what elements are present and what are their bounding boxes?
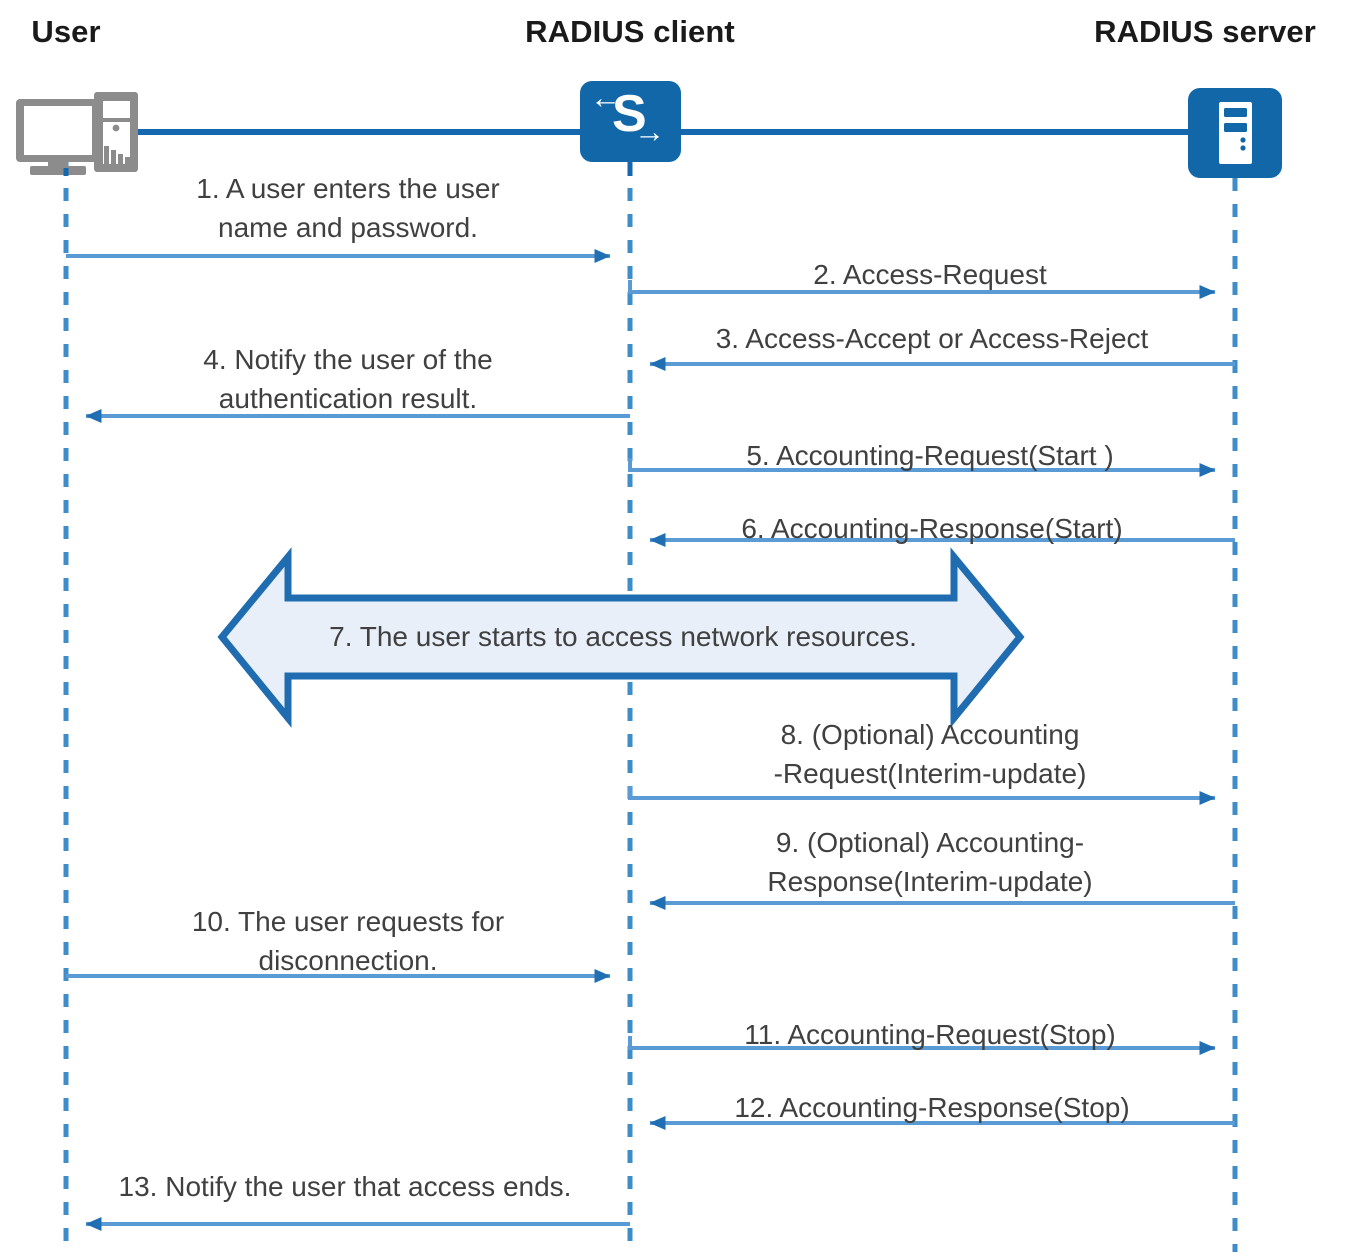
message-arrow-5 xyxy=(628,458,1216,477)
message-label-1-line-1: 1. A user enters the user xyxy=(196,173,500,204)
message-label-9-line-1: 9. (Optional) Accounting- xyxy=(775,827,1085,858)
message-label-3: 3. Access-Accept or Access-Reject xyxy=(716,320,1149,358)
message-arrow-2 xyxy=(628,280,1216,299)
message-label-2: 2. Access-Request xyxy=(813,256,1046,294)
message-label-4: 4. Notify the user of the authentication… xyxy=(203,341,493,418)
message-arrow-11 xyxy=(628,1036,1216,1055)
message-label-10-line-2: disconnection. xyxy=(258,944,438,976)
message-label-5-line-1: 5. Accounting-Request(Start ) xyxy=(746,440,1114,471)
lane-title-user: User xyxy=(31,14,101,49)
message-label-8-line-1: 8. (Optional) Accounting xyxy=(780,719,1080,750)
message-label-9: 9. (Optional) Accounting- Response(Inter… xyxy=(767,824,1092,901)
lane-title-radius-client: RADIUS client xyxy=(525,14,735,49)
network-switch-icon xyxy=(580,81,681,176)
message-label-10-line-1: 10. The user requests for xyxy=(191,906,505,937)
message-label-12: 12. Accounting-Response(Stop) xyxy=(734,1089,1129,1127)
message-label-8-line-2: -Request(Interim-update) xyxy=(773,757,1087,789)
network-access-band xyxy=(217,547,1025,728)
message-label-1-line-2: name and password. xyxy=(218,211,478,243)
server-tower-icon xyxy=(1188,88,1282,178)
lane-title-radius-server: RADIUS server xyxy=(1094,14,1316,49)
message-label-13-line-1: 13. Notify the user that access ends. xyxy=(118,1171,572,1202)
message-label-4-line-2: authentication result. xyxy=(218,382,478,414)
message-label-8: 8. (Optional) Accounting -Request(Interi… xyxy=(774,716,1087,793)
message-label-4-line-1: 4. Notify the user of the xyxy=(203,344,493,375)
message-arrow-8 xyxy=(628,786,1216,805)
message-label-2-line-1: 2. Access-Request xyxy=(813,259,1047,290)
network-access-band-label: 7. The user starts to access network res… xyxy=(329,621,917,652)
message-label-5: 5. Accounting-Request(Start ) xyxy=(746,437,1113,475)
message-label-6: 6. Accounting-Response(Start) xyxy=(741,510,1122,548)
message-label-9-line-2: Response(Interim-update) xyxy=(767,865,1093,897)
message-label-3-line-1: 3. Access-Accept or Access-Reject xyxy=(715,323,1149,354)
desktop-computer-icon xyxy=(16,92,138,175)
message-label-13: 13. Notify the user that access ends. xyxy=(119,1168,572,1206)
message-label-11-line-1: 11. Accounting-Request(Stop) xyxy=(744,1019,1116,1050)
message-label-6-line-1: 6. Accounting-Response(Start) xyxy=(741,513,1123,544)
message-label-10: 10. The user requests for disconnection. xyxy=(192,903,504,980)
message-label-1: 1. A user enters the user name and passw… xyxy=(196,170,500,247)
message-label-12-line-1: 12. Accounting-Response(Stop) xyxy=(734,1092,1130,1123)
message-label-11: 11. Accounting-Request(Stop) xyxy=(744,1016,1115,1054)
